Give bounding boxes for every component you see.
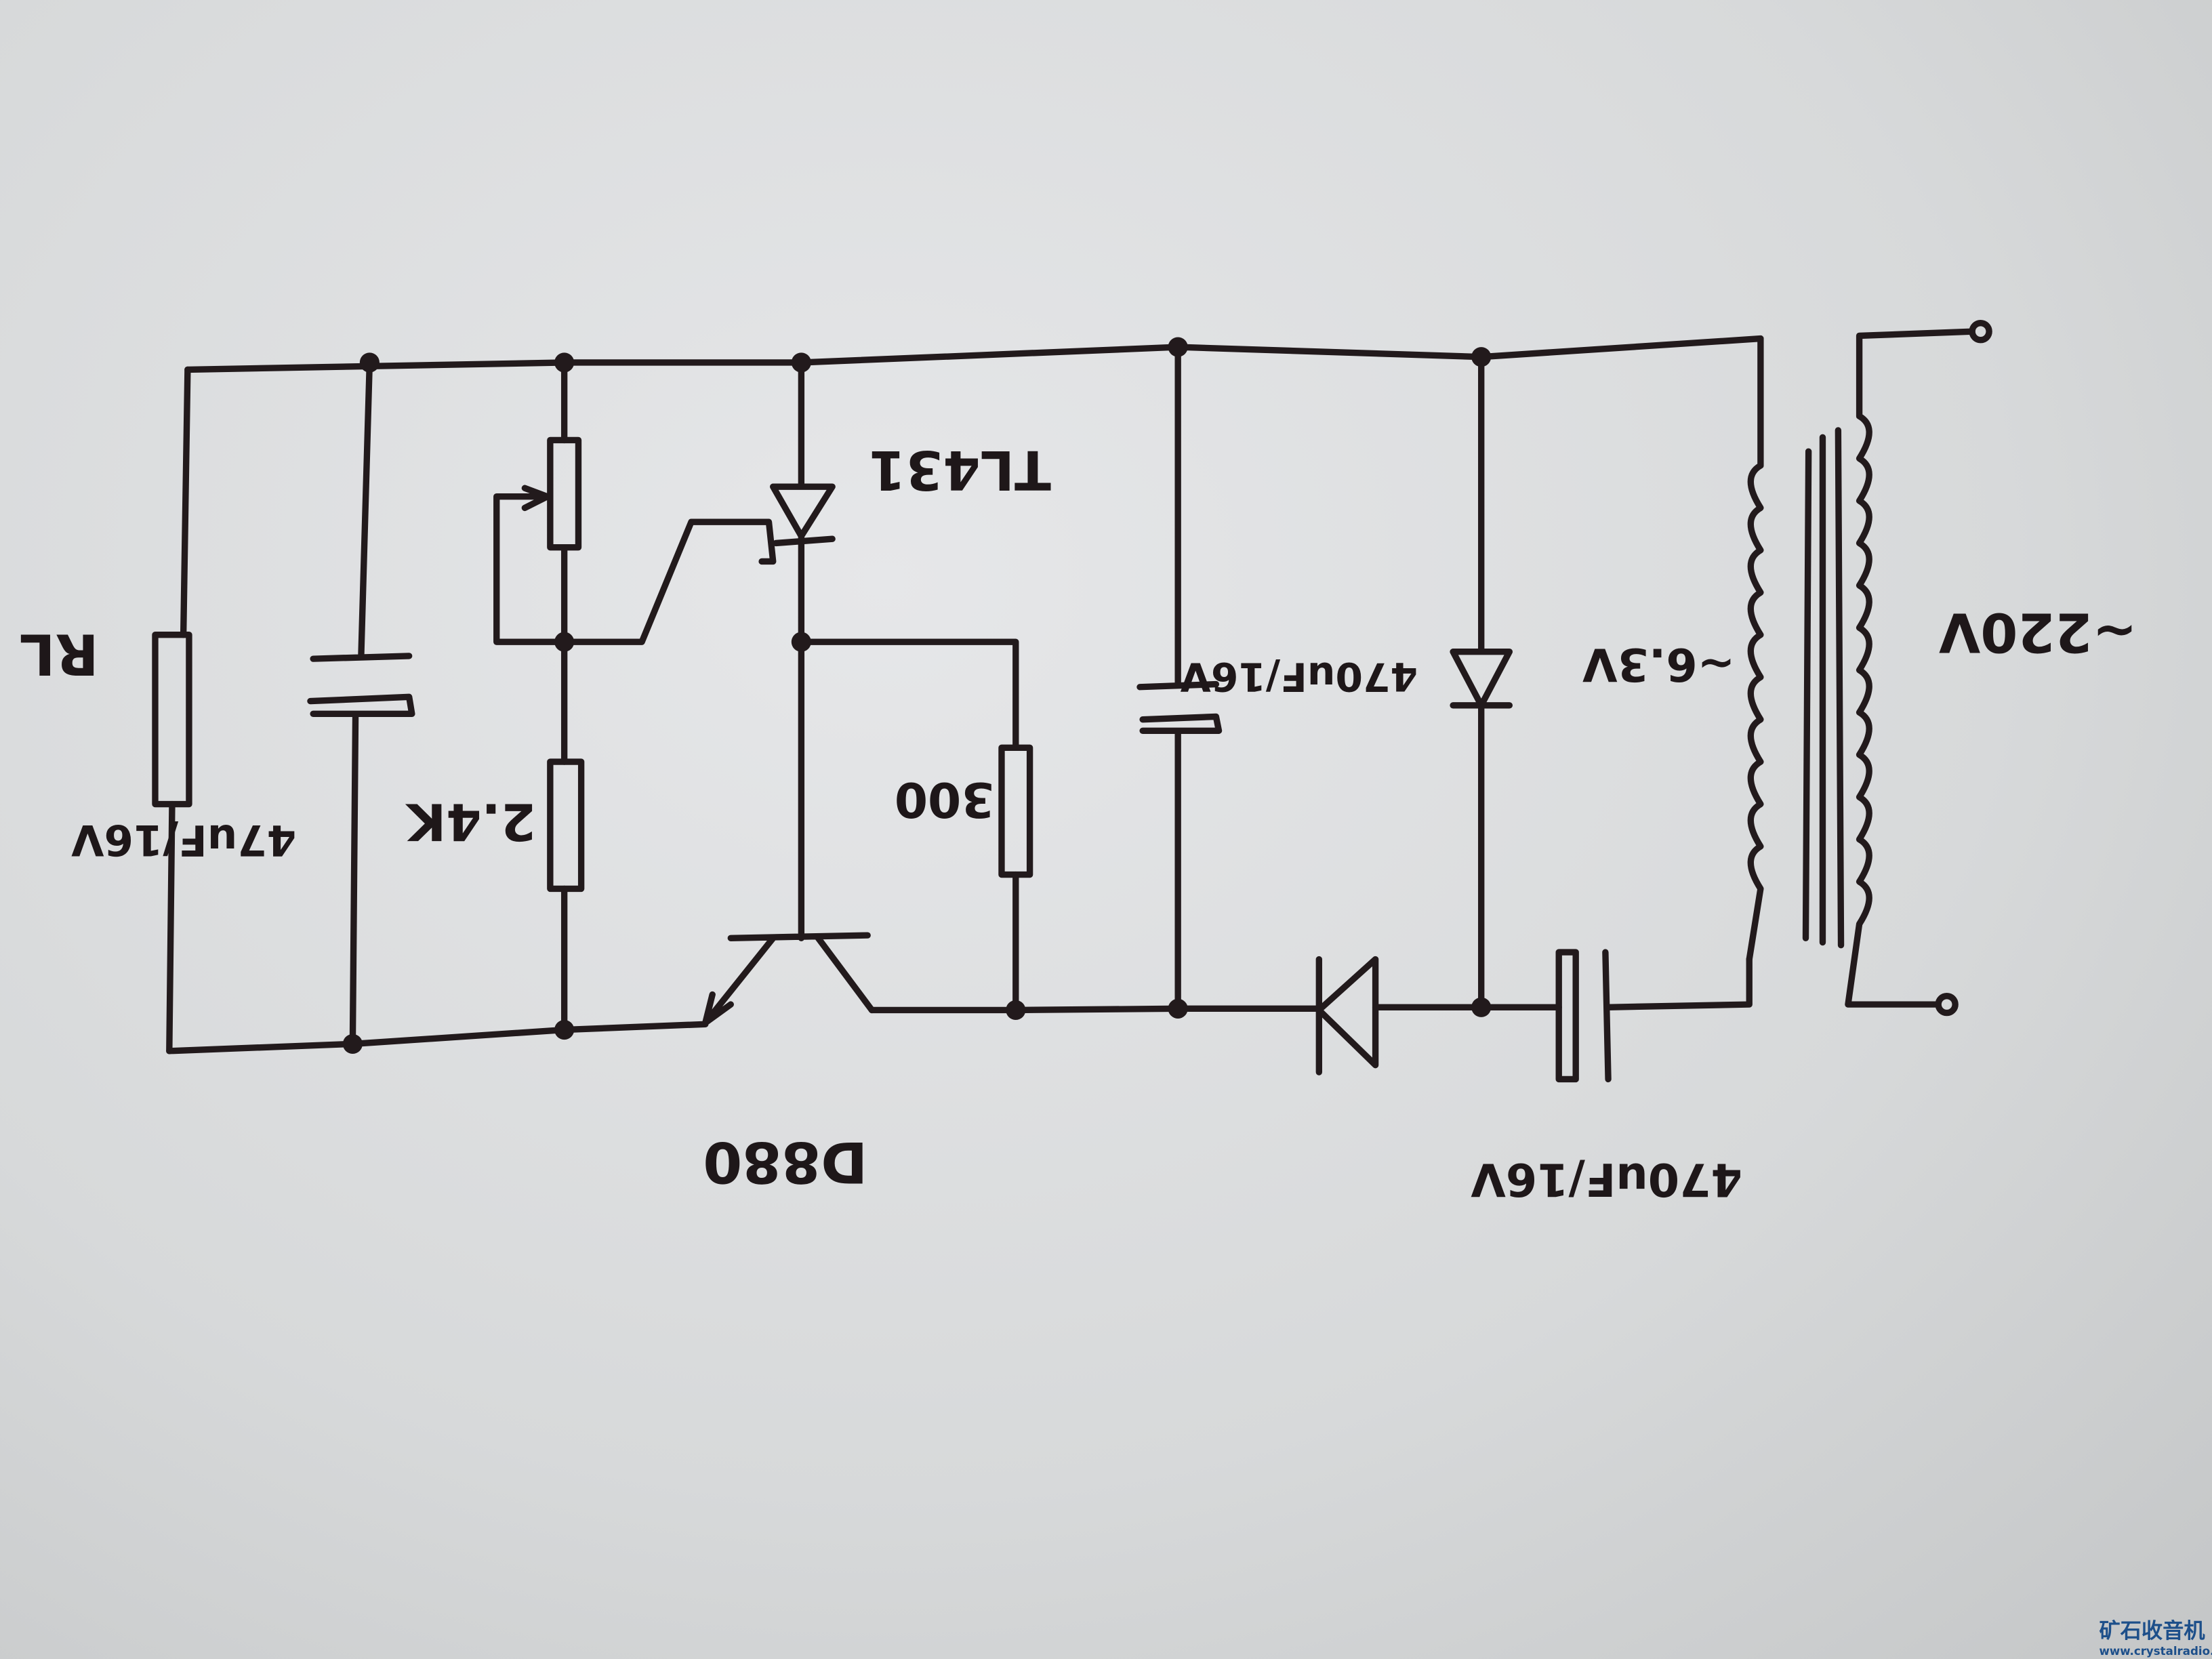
wires xyxy=(166,335,1764,1054)
terminal-bottom xyxy=(1935,992,1959,1017)
label-cap-left: 47uF/16V xyxy=(70,815,296,865)
bottom-rail-right xyxy=(868,956,1753,1014)
capacitor-47uf xyxy=(307,359,415,1048)
potentiometer-and-2.4k xyxy=(493,359,777,1033)
core xyxy=(1802,427,1845,949)
watermark: 矿石收音机 www.crystalradio.cn xyxy=(2099,1619,2212,1658)
label-cap-bottom: 470uF/16V xyxy=(1471,1153,1742,1206)
label-rl: RL xyxy=(20,621,99,687)
label-300: 300 xyxy=(895,771,995,827)
label-6.3v: ~6.3V xyxy=(1582,638,1736,691)
label-220v: ~220V xyxy=(1939,601,2137,663)
top-rail xyxy=(184,335,1764,373)
primary-coil xyxy=(1845,328,1975,1008)
secondary-coil xyxy=(1746,335,1764,963)
watermark-url: www.crystalradio.cn xyxy=(2099,1645,2212,1658)
transformer xyxy=(1746,320,1992,1017)
label-tl431: TL431 xyxy=(868,438,1050,501)
label-2.4k: 2.4K xyxy=(405,792,536,852)
d880-transistor xyxy=(702,638,876,1026)
terminal-top xyxy=(1969,320,1992,344)
bottom-rail-left xyxy=(166,1021,709,1054)
diode-upper xyxy=(1450,353,1513,1010)
label-d880: D880 xyxy=(703,1129,867,1195)
capacitor-470uf-bottom xyxy=(1555,949,1612,1083)
watermark-title: 矿石收音机 xyxy=(2099,1619,2205,1643)
tl431-regulator xyxy=(770,359,1033,1014)
diode-lower xyxy=(1315,956,1379,1076)
load-resistor xyxy=(152,366,192,1054)
junction-dots xyxy=(342,337,1492,1054)
capacitor-470uf-mid xyxy=(1136,344,1223,1012)
label-cap-mid: 470uF/16V xyxy=(1181,653,1418,699)
